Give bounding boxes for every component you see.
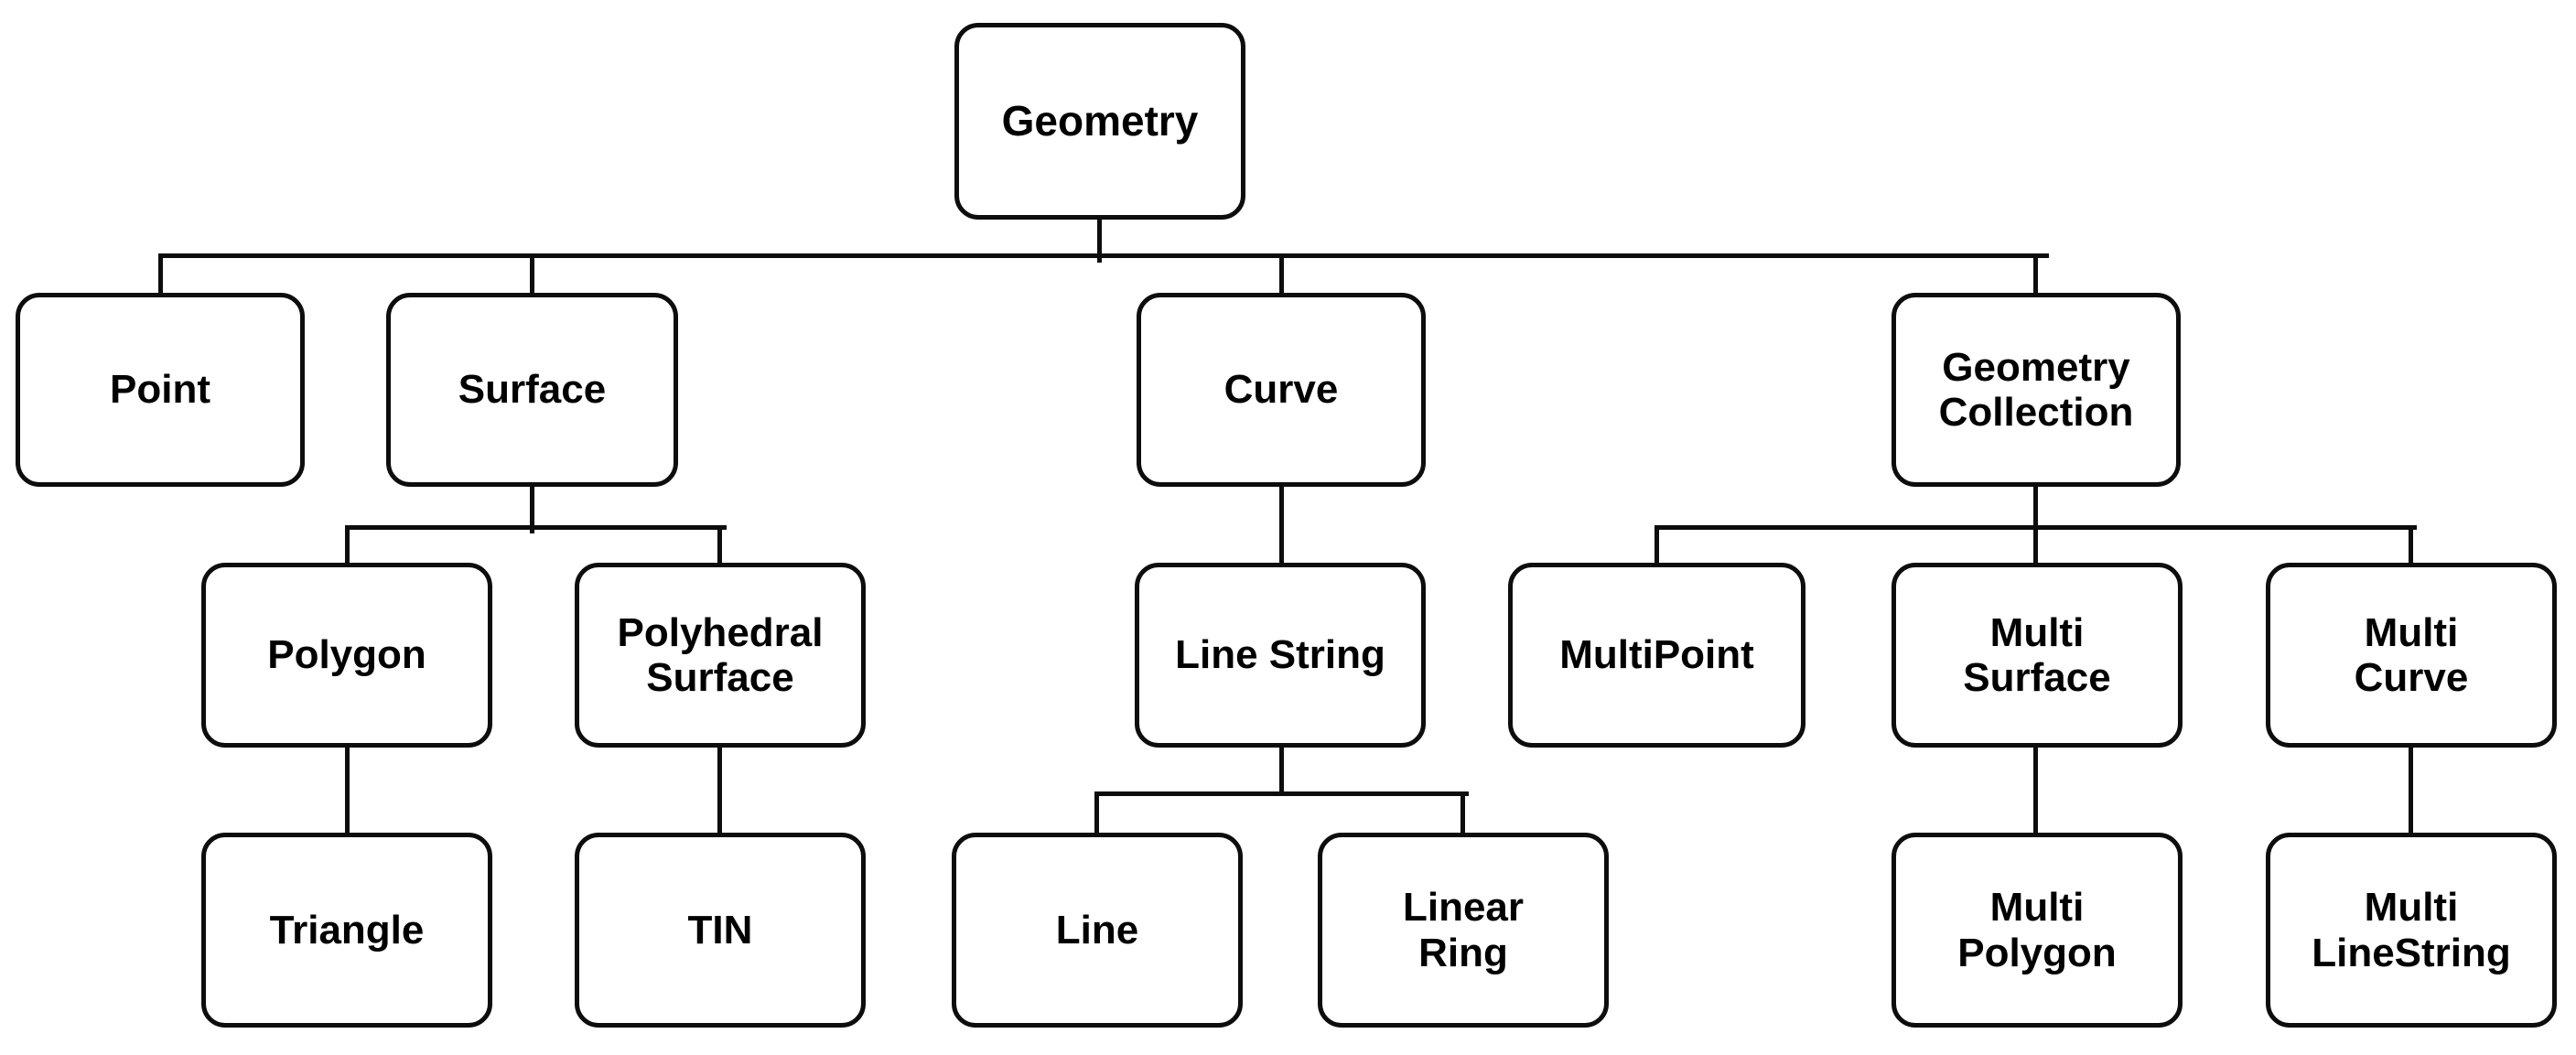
connector-drop-linearring (1460, 791, 1465, 839)
connector-multicurve-drop (2409, 748, 2413, 839)
node-tin[interactable]: TIN (575, 833, 866, 1028)
node-label-curve: Curve (1223, 367, 1339, 413)
node-label-geometry-collection: Geometry Collection (1938, 344, 2134, 435)
node-point[interactable]: Point (16, 293, 305, 487)
connector-drop-point (158, 253, 163, 299)
node-polyhedral-surface[interactable]: Polyhedral Surface (575, 563, 866, 748)
node-label-line: Line (1055, 907, 1139, 953)
connector-geometry-bus (158, 253, 2049, 258)
node-label-triangle: Triangle (269, 907, 425, 953)
node-label-tin: TIN (687, 907, 753, 953)
connector-polygon-drop (345, 748, 350, 839)
connector-geometry-stem (1097, 220, 1102, 263)
connector-drop-multipoint (1654, 525, 1659, 569)
node-label-point: Point (110, 367, 210, 413)
node-multi-linestring[interactable]: Multi LineString (2266, 833, 2557, 1028)
node-label-multi-surface: Multi Surface (1963, 609, 2111, 700)
node-label-multi-curve: Multi Curve (2354, 609, 2469, 700)
node-label-linear-ring: Linear Ring (1402, 885, 1525, 975)
connector-drop-polyhedral (717, 525, 722, 569)
node-surface[interactable]: Surface (386, 293, 678, 487)
connector-multisurface-drop (2033, 748, 2038, 839)
connector-drop-surface (530, 253, 534, 299)
node-label-multi-polygon: Multi Polygon (1957, 885, 2117, 975)
node-label-multi-linestring: Multi LineString (2312, 885, 2511, 975)
node-line[interactable]: Line (952, 833, 1243, 1028)
connector-linestring-stem (1279, 748, 1284, 796)
node-multi-curve[interactable]: Multi Curve (2266, 563, 2557, 748)
connector-drop-multisurface (2033, 525, 2038, 569)
connector-drop-line (1094, 791, 1099, 839)
node-label-surface: Surface (458, 367, 607, 413)
connector-surface-stem (530, 487, 534, 533)
node-label-polygon: Polygon (267, 632, 426, 678)
node-line-string[interactable]: Line String (1135, 563, 1426, 748)
connector-drop-gc (2033, 253, 2038, 299)
node-multi-surface[interactable]: Multi Surface (1892, 563, 2183, 748)
node-geometry[interactable]: Geometry (954, 23, 1245, 220)
connector-drop-multicurve (2409, 525, 2413, 569)
node-curve[interactable]: Curve (1137, 293, 1426, 487)
node-multipoint[interactable]: MultiPoint (1508, 563, 1805, 748)
node-label-multipoint: MultiPoint (1559, 632, 1754, 678)
connector-drop-curve (1279, 253, 1284, 299)
node-triangle[interactable]: Triangle (201, 833, 492, 1028)
connector-drop-polygon (345, 525, 350, 569)
connector-linestring-bus (1094, 791, 1469, 796)
connector-curve-stem (1279, 487, 1284, 569)
node-polygon[interactable]: Polygon (201, 563, 492, 748)
node-label-line-string: Line String (1175, 632, 1385, 678)
node-linear-ring[interactable]: Linear Ring (1318, 833, 1609, 1028)
node-label-geometry: Geometry (1001, 96, 1199, 145)
connector-polyhedral-drop (717, 748, 722, 839)
node-multi-polygon[interactable]: Multi Polygon (1892, 833, 2183, 1028)
connector-surface-bus (345, 525, 727, 530)
node-label-polyhedral-surface: Polyhedral Surface (617, 609, 824, 700)
node-geometry-collection[interactable]: Geometry Collection (1892, 293, 2181, 487)
